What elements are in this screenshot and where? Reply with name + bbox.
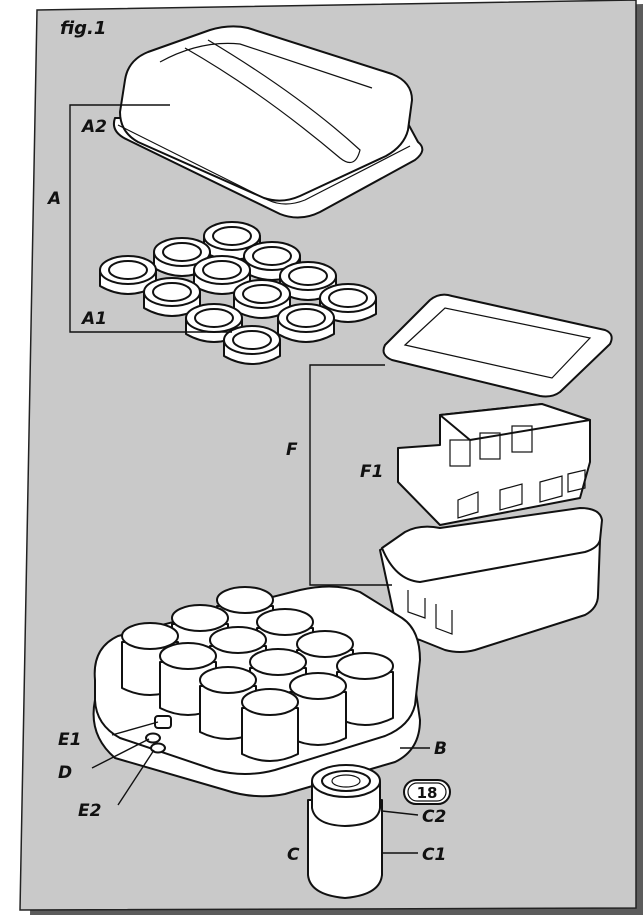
yogurt-jar: [289, 672, 347, 746]
jars-group: [121, 586, 394, 762]
leader-e1: [111, 721, 159, 736]
label-d: D: [58, 763, 72, 783]
label-c: C: [287, 845, 300, 865]
storage-box: [379, 507, 603, 653]
storage-lid: [382, 293, 613, 398]
jar-lid: [233, 279, 291, 319]
light-d: [145, 732, 161, 744]
figure-title: fig.1: [60, 18, 106, 39]
jar-c: [307, 764, 383, 899]
label-f1: F1: [360, 462, 383, 482]
label-a2: A2: [80, 117, 107, 137]
bracket-a: [69, 104, 232, 333]
button-e2: [150, 742, 166, 754]
label-b: B: [434, 739, 447, 759]
jar-number-badge: 18: [403, 779, 451, 805]
jar-lid: [223, 325, 281, 365]
label-e1: E1: [58, 730, 81, 750]
label-e2: E2: [78, 801, 101, 821]
jar-lid: [277, 303, 335, 343]
label-c2: C2: [422, 807, 446, 827]
jar-lid: [243, 241, 301, 281]
leader-d: [91, 738, 150, 769]
yogurt-jar: [336, 652, 394, 726]
leader-c2: [381, 810, 419, 816]
jar-lids-a1: [99, 221, 377, 365]
label-f: F: [286, 440, 298, 460]
leader-e2: [117, 749, 155, 806]
badge-number: 18: [417, 784, 438, 802]
bracket-f: [309, 364, 392, 586]
label-a: A: [46, 189, 61, 209]
label-a1: A1: [80, 309, 107, 329]
jar-lid: [143, 277, 201, 317]
yogurt-jar: [241, 688, 299, 762]
rack-f1: [397, 403, 591, 526]
button-e1: [154, 715, 172, 729]
lid-a2: [112, 25, 424, 219]
label-c1: C1: [422, 845, 446, 865]
